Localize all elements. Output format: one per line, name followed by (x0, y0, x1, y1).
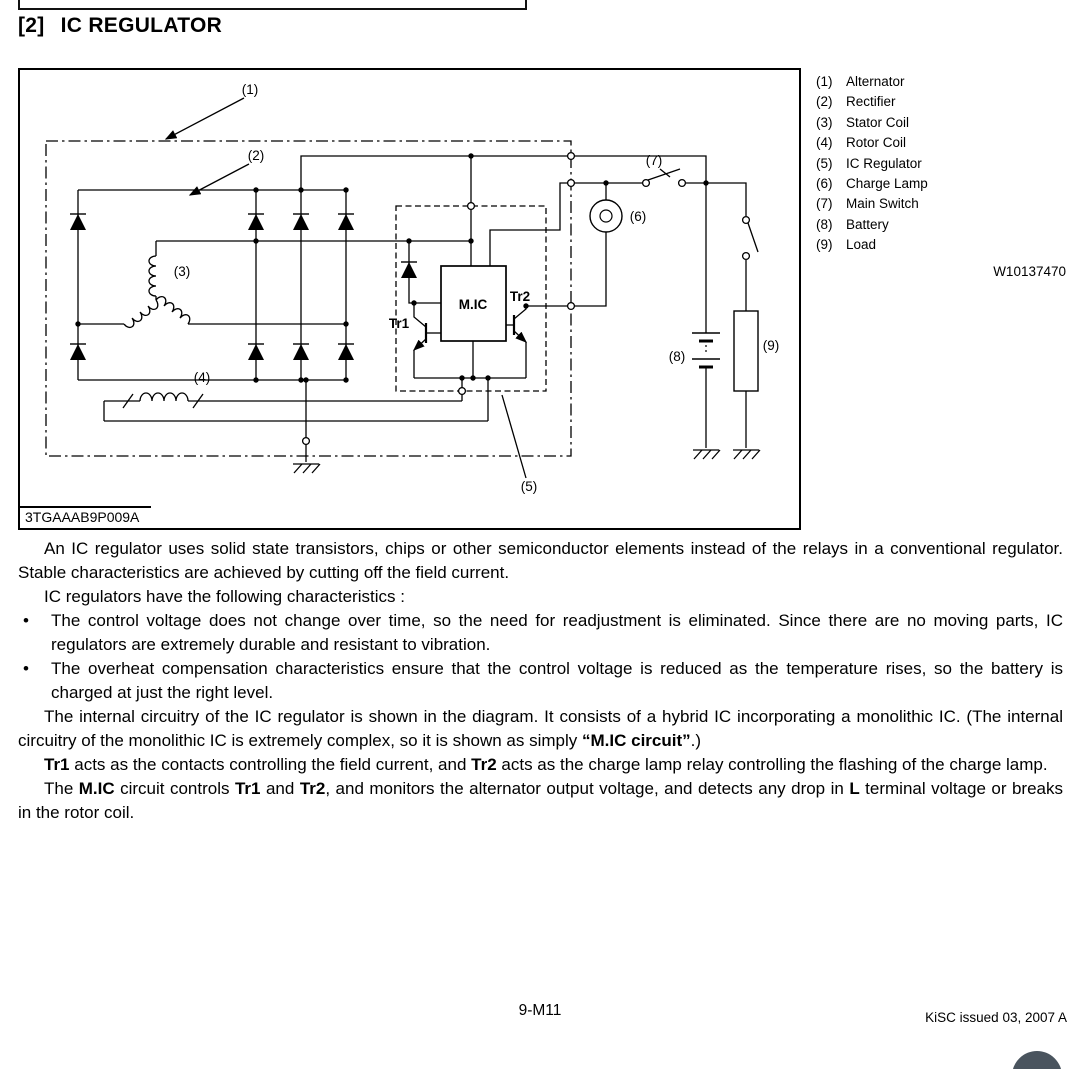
corner-floating-button[interactable] (1012, 1051, 1062, 1069)
terminal-circles (301, 151, 751, 446)
callout-2: (2) (248, 148, 265, 163)
callout-4: (4) (194, 370, 211, 385)
battery-symbol (692, 332, 720, 369)
circuit-diagram: M.IC (45, 82, 780, 494)
bullet-text: The overheat compensation characteristic… (51, 659, 1063, 702)
callout-9: (9) (763, 338, 780, 353)
previous-figure-bottom-edge (18, 0, 527, 10)
section-heading: [2] IC REGULATOR (18, 14, 222, 38)
legend-item: (6)Charge Lamp (816, 176, 928, 192)
main-switch-contact (641, 178, 651, 188)
callout-6: (6) (630, 209, 647, 224)
load-resistor (733, 310, 759, 392)
charge-lamp (589, 199, 623, 233)
legend-item: (4)Rotor Coil (816, 135, 907, 151)
legend-item: (2)Rectifier (816, 94, 896, 110)
callout-7: (7) (646, 153, 663, 168)
tr1-label: Tr1 (389, 316, 410, 331)
regulator-diode (400, 261, 418, 279)
regulator-dashed-box (395, 205, 547, 392)
legend-item: (8)Battery (816, 216, 889, 232)
page-number: 9-M11 (518, 1002, 562, 1019)
figure-frame: M.IC (18, 68, 801, 530)
section-number: [2] (18, 14, 45, 37)
ground-symbols (292, 449, 761, 474)
reference-code: W10137470 (993, 263, 1066, 279)
mic-block: M.IC (440, 265, 507, 342)
legend-item: (5)IC Regulator (816, 155, 922, 171)
paragraph-intro: An IC regulator uses solid state transis… (18, 539, 1063, 582)
callout-5: (5) (521, 479, 538, 494)
bullet-marker: • (23, 659, 29, 678)
rotor-coil (122, 392, 204, 409)
callout-8: (8) (669, 349, 686, 364)
tr2-label: Tr2 (510, 289, 530, 304)
junction-dots (75, 153, 709, 383)
paragraph-characteristics: IC regulators have the following charact… (44, 587, 405, 606)
alternator-outline (45, 140, 572, 457)
callout-3: (3) (174, 264, 191, 279)
paragraph-tr-roles: Tr1 acts as the contacts controlling the… (44, 755, 1048, 774)
figure-legend: (1)Alternator (2)Rectifier (3)Stator Coi… (816, 72, 1066, 282)
bullet-text: The control voltage does not change over… (51, 611, 1063, 654)
legend-item: (1)Alternator (816, 74, 905, 89)
callout-leaders (164, 97, 671, 479)
mic-label: M.IC (459, 297, 488, 312)
legend-item: (7)Main Switch (816, 196, 919, 212)
legend-item: (3)Stator Coil (816, 114, 910, 130)
paragraph-mic-control: The M.IC circuit controls Tr1 and Tr2, a… (18, 779, 1063, 822)
section-title: IC REGULATOR (60, 14, 223, 37)
load-switch-contact (741, 215, 751, 225)
bullet-item: • The control voltage does not change ov… (18, 609, 1063, 657)
paragraph-internal-circuitry: The internal circuitry of the IC regulat… (18, 707, 1063, 750)
bullet-item: • The overheat compensation characterist… (18, 657, 1063, 705)
rectifier-diodes (69, 213, 355, 361)
body-text: An IC regulator uses solid state transis… (18, 537, 1063, 825)
callout-1: (1) (242, 82, 259, 97)
issue-note: KiSC issued 03, 2007 A (925, 1010, 1067, 1025)
bullet-marker: • (23, 611, 29, 630)
figure-code-label: 3TGAAAB9P009A (20, 506, 152, 528)
legend-item: (9)Load (816, 237, 877, 253)
